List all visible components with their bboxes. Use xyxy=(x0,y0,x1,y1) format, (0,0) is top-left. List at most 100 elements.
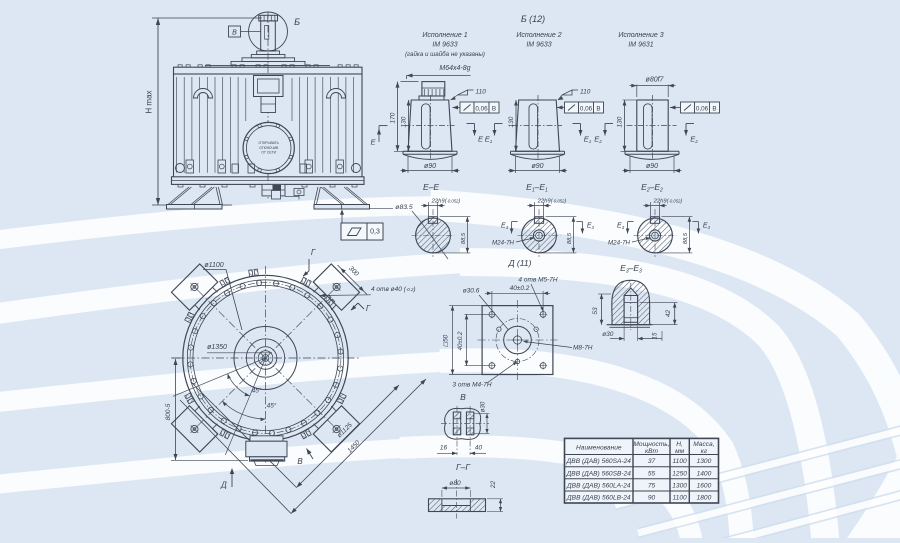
svg-text:Д (11): Д (11) xyxy=(508,258,532,268)
svg-text:ø80: ø80 xyxy=(449,480,461,487)
svg-text:ø30: ø30 xyxy=(480,401,487,412)
svg-text:ДВВ (ДАВ) 560SA-24: ДВВ (ДАВ) 560SA-24 xyxy=(566,458,632,465)
svg-text:кг: кг xyxy=(701,448,708,455)
svg-text:ø30.6: ø30.6 xyxy=(463,288,480,295)
svg-text:130: 130 xyxy=(508,116,515,127)
svg-text:Исполнение 2: Исполнение 2 xyxy=(516,32,561,39)
svg-text:Е: Е xyxy=(370,138,376,147)
svg-text:Масса,: Масса, xyxy=(693,441,714,448)
svg-text:ø90: ø90 xyxy=(531,163,543,170)
svg-text:М24-7Н: М24-7Н xyxy=(608,240,631,247)
svg-text:Е1: Е1 xyxy=(485,135,493,145)
svg-text:кВт: кВт xyxy=(645,448,659,455)
svg-text:В: В xyxy=(596,106,600,113)
svg-text:ДВВ (ДАВ) 560SB-24: ДВВ (ДАВ) 560SB-24 xyxy=(566,470,632,477)
svg-text:55: 55 xyxy=(648,470,656,477)
svg-text:Г–Г: Г–Г xyxy=(456,462,471,472)
svg-text:45°: 45° xyxy=(267,402,277,410)
svg-text:1300: 1300 xyxy=(672,483,687,490)
svg-text:42: 42 xyxy=(665,310,672,318)
svg-text:40: 40 xyxy=(475,445,483,452)
svg-text:В: В xyxy=(297,457,303,466)
svg-text:75: 75 xyxy=(648,483,656,490)
svg-text:IM 9631: IM 9631 xyxy=(628,42,653,49)
svg-text:◻50: ◻50 xyxy=(443,334,450,347)
svg-text:ø90: ø90 xyxy=(646,163,658,170)
svg-text:ø1350: ø1350 xyxy=(207,344,227,351)
svg-text:ОТКРЫВАТЬ: ОТКРЫВАТЬ xyxy=(259,141,280,145)
svg-text:Г: Г xyxy=(311,248,316,257)
svg-text:88,5: 88,5 xyxy=(567,232,573,244)
svg-text:170: 170 xyxy=(390,112,397,123)
svg-text:3 отв М4-7Н: 3 отв М4-7Н xyxy=(452,382,491,389)
svg-text:110: 110 xyxy=(580,89,591,96)
svg-text:ОТ СЕТИ: ОТ СЕТИ xyxy=(261,151,276,155)
svg-text:15: 15 xyxy=(652,332,659,339)
svg-text:мм: мм xyxy=(675,448,685,455)
svg-text:ø80f7: ø80f7 xyxy=(646,77,665,84)
svg-text:Е3: Е3 xyxy=(617,223,625,231)
svg-text:110: 110 xyxy=(476,89,487,96)
svg-text:0,06: 0,06 xyxy=(580,106,593,113)
svg-text:В: В xyxy=(232,30,237,37)
svg-text:Исполнение 1: Исполнение 1 xyxy=(422,32,467,39)
svg-text:Д: Д xyxy=(220,481,227,490)
svg-text:130: 130 xyxy=(401,116,408,127)
svg-text:Е1: Е1 xyxy=(584,135,592,145)
svg-text:90: 90 xyxy=(648,495,656,502)
svg-text:Е: Е xyxy=(478,135,484,144)
svg-text:ø1100: ø1100 xyxy=(204,262,223,269)
svg-text:45°: 45° xyxy=(252,387,262,395)
svg-text:Е3: Е3 xyxy=(703,223,711,231)
svg-text:В: В xyxy=(492,106,496,113)
svg-text:22h9(-0.052): 22h9(-0.052) xyxy=(537,199,567,205)
svg-text:В: В xyxy=(460,392,466,402)
svg-text:Наименование: Наименование xyxy=(576,445,622,452)
svg-text:16: 16 xyxy=(440,445,448,452)
svg-text:Е3: Е3 xyxy=(501,223,509,231)
svg-text:37: 37 xyxy=(648,458,656,465)
svg-text:22h9(-0.052): 22h9(-0.052) xyxy=(431,199,461,205)
svg-text:88,5: 88,5 xyxy=(683,232,689,244)
svg-text:40±0.2: 40±0.2 xyxy=(510,285,530,292)
svg-text:22: 22 xyxy=(490,481,497,490)
svg-text:4 отв ø40 (-0.2): 4 отв ø40 (-0.2) xyxy=(371,286,416,293)
svg-text:М8-7Н: М8-7Н xyxy=(573,345,593,352)
svg-text:53: 53 xyxy=(592,307,599,315)
svg-text:Е2–Е2: Е2–Е2 xyxy=(641,182,663,194)
svg-text:1100: 1100 xyxy=(673,495,688,502)
svg-text:1100: 1100 xyxy=(673,458,688,465)
svg-text:М24-7Н: М24-7Н xyxy=(492,240,515,247)
svg-text:88,5: 88,5 xyxy=(461,232,467,244)
svg-text:Е1–Е1: Е1–Е1 xyxy=(526,182,548,194)
svg-text:Е2: Е2 xyxy=(690,135,698,145)
svg-text:22h9(-0.052): 22h9(-0.052) xyxy=(653,199,683,205)
svg-text:(гайка и шайба не указаны): (гайка и шайба не указаны) xyxy=(405,51,485,58)
svg-text:M64x4-8g: M64x4-8g xyxy=(439,65,470,72)
svg-text:Б: Б xyxy=(294,17,300,27)
svg-text:H max: H max xyxy=(145,90,154,113)
svg-text:ОТКЛЮЧИВ: ОТКЛЮЧИВ xyxy=(259,146,279,150)
svg-text:Мощность,: Мощность, xyxy=(633,441,669,448)
svg-text:ø83.5: ø83.5 xyxy=(395,204,413,211)
svg-text:1600: 1600 xyxy=(697,483,712,490)
svg-text:Е3: Е3 xyxy=(587,223,595,231)
svg-text:Е–Е: Е–Е xyxy=(423,182,439,192)
svg-text:800-5: 800-5 xyxy=(165,403,172,420)
svg-text:0,06: 0,06 xyxy=(696,106,709,113)
svg-text:1300: 1300 xyxy=(697,458,712,465)
svg-text:1400: 1400 xyxy=(697,470,712,477)
svg-text:Е2: Е2 xyxy=(594,135,602,145)
svg-text:Е3–Е3: Е3–Е3 xyxy=(620,263,642,275)
svg-text:40±0.2: 40±0.2 xyxy=(457,331,464,350)
svg-text:Г: Г xyxy=(366,304,371,313)
svg-text:IM 9633: IM 9633 xyxy=(432,42,457,49)
svg-text:Исполнение 3: Исполнение 3 xyxy=(618,32,663,39)
svg-text:0,06: 0,06 xyxy=(475,106,488,113)
svg-text:Б (12): Б (12) xyxy=(521,14,545,24)
svg-text:0,3: 0,3 xyxy=(370,229,380,236)
svg-text:1800: 1800 xyxy=(697,495,712,502)
svg-text:Н,: Н, xyxy=(676,441,683,448)
svg-text:130: 130 xyxy=(617,116,624,127)
svg-text:IM 9633: IM 9633 xyxy=(526,42,551,49)
